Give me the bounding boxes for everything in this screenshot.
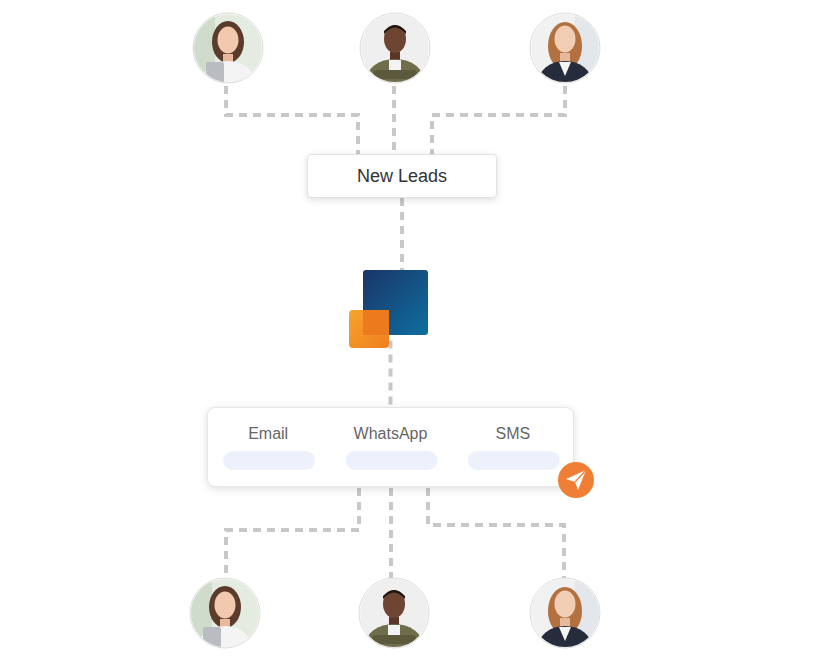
brand-logo [349,270,428,348]
send-icon [558,462,594,498]
person-avatar [190,578,260,668]
input-pill [223,451,315,470]
process-box: New Leads [307,154,497,198]
channel-box: Email WhatsApp SMS [207,407,574,487]
person-avatar [530,13,600,103]
box-label: New Leads [357,166,447,187]
person-avatar [193,13,263,103]
person-avatar [359,578,429,666]
input-pills [208,408,575,488]
channel-label: Email [248,425,288,443]
input-pill [468,451,560,470]
channel-label: WhatsApp [354,425,428,443]
channel-label: SMS [495,425,530,443]
input-pill [346,451,438,470]
person-avatar [530,578,600,668]
lead-wires [226,86,565,578]
person-avatar [360,13,430,101]
